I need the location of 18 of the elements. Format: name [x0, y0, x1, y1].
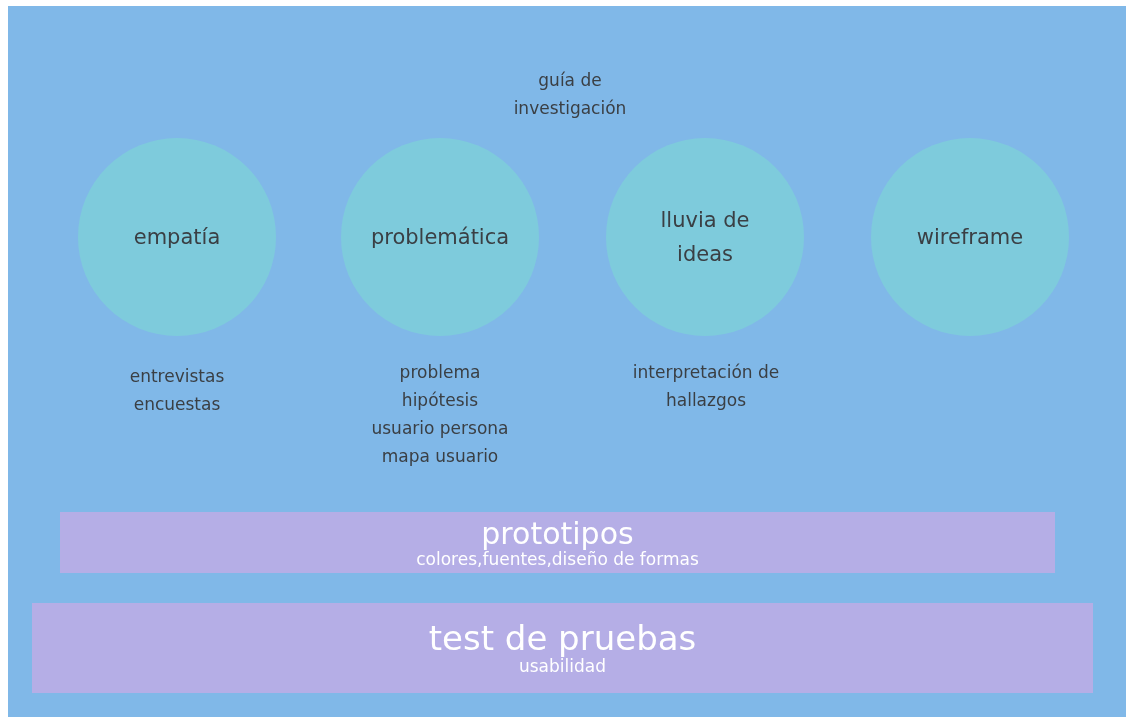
stage-title: empatía [133, 224, 221, 251]
stage-title: test de pruebas [428, 619, 697, 658]
method-note: encuestas [132, 393, 222, 416]
stage-subtitle: colores,fuentes,diseño de formas [416, 549, 699, 569]
method-note: entrevistas [128, 365, 226, 388]
stage-title: lluvia de ideas [659, 207, 751, 268]
stage-subtitle: usabilidad [519, 657, 606, 677]
method-note: usuario persona [370, 417, 510, 440]
stage-band [32, 603, 1093, 693]
stage-title: problemática [370, 224, 510, 251]
stage-title: prototipos [481, 516, 634, 550]
note-text: guía de investigación [512, 69, 628, 120]
stage-title: wireframe [916, 224, 1024, 251]
method-note: hipótesis [400, 389, 480, 412]
method-note: interpretación de hallazgos [631, 361, 781, 412]
stage-band [60, 512, 1055, 573]
method-note: problema [398, 361, 482, 384]
method-note: mapa usuario [380, 445, 500, 468]
